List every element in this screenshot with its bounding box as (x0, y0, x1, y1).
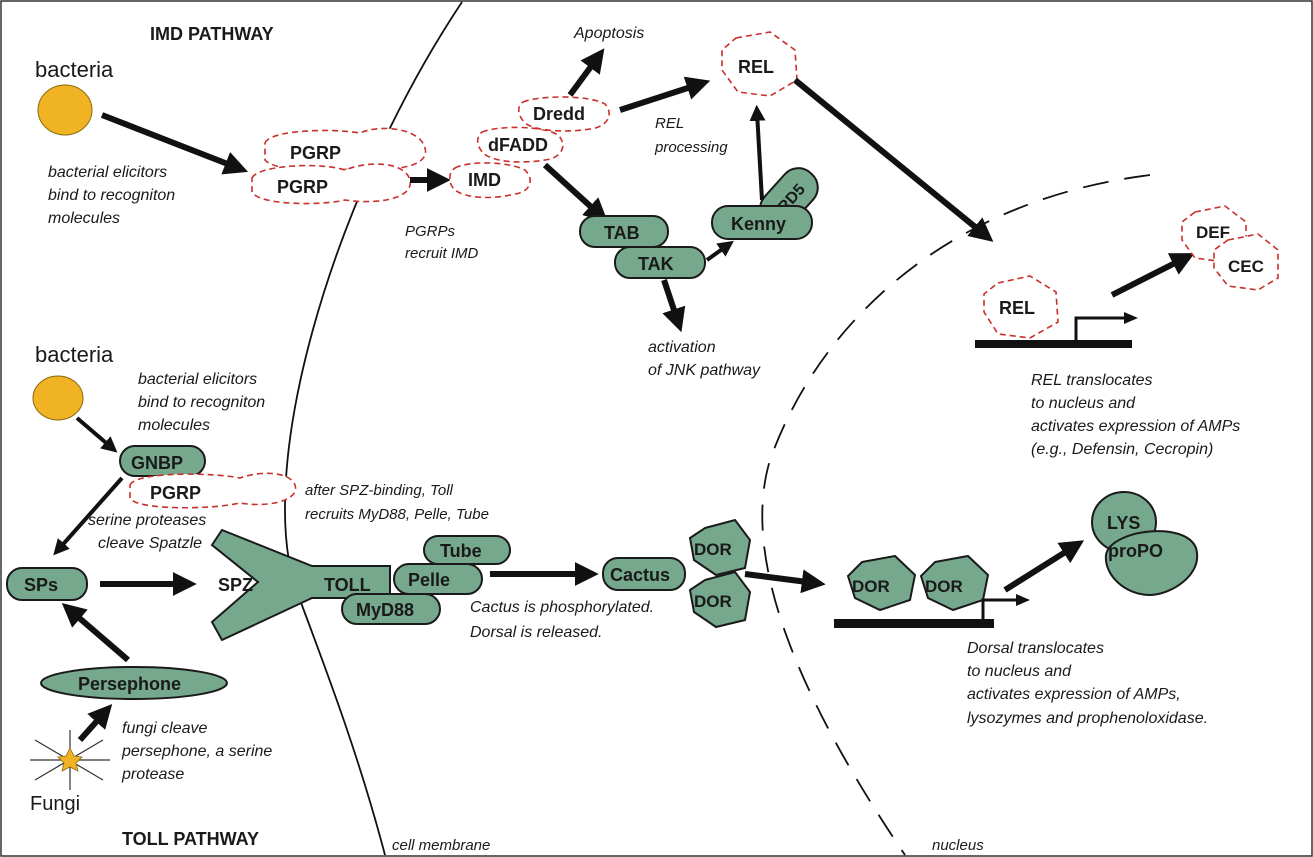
kenny-node (711, 205, 813, 240)
jnk-text: activation of JNK pathway (648, 339, 761, 379)
dor-nucleus-1 (846, 554, 917, 612)
imd-promoter-arrow (1074, 316, 1126, 340)
rel-processing-text: REL processing (654, 115, 728, 156)
serine-proteases-text: serine proteases cleave Spatzle (88, 512, 211, 552)
apoptosis-text: Apoptosis (573, 25, 644, 42)
arrow-dor-to-nucleus (744, 569, 826, 594)
myd88-node (341, 593, 441, 625)
dredd-node-label: Dredd (533, 104, 585, 124)
imd-bacterium (37, 84, 93, 136)
imd-promoter-arrowhead (1124, 312, 1138, 324)
persephone-node-label: Persephone (78, 674, 181, 694)
toll-promoter-arrow (981, 598, 1018, 619)
propo-node (1104, 530, 1199, 597)
cactus-node (602, 557, 686, 591)
imd-node-label: IMD (468, 170, 501, 190)
nucleus-label: nucleus (932, 837, 984, 854)
tab-node (579, 215, 669, 248)
toll-pathway-title: TOLL PATHWAY (122, 829, 259, 849)
toll-bacteria-label: bacteria (35, 342, 114, 367)
imd-pgrp-top-label: PGRP (290, 143, 341, 163)
imd-gene-bar (975, 340, 1132, 348)
cell-membrane-label: cell membrane (392, 837, 490, 854)
sps-node (6, 567, 88, 601)
propo-node-label: proPO (1108, 541, 1163, 561)
cactus-node-label: Cactus (610, 565, 670, 585)
toll-elicitors-text: bacterial elicitors bind to recogniton m… (138, 371, 270, 434)
myd88-node-label: MyD88 (356, 600, 414, 620)
arrow-gnbp-to-sps (53, 476, 124, 556)
tak-node-label: TAK (638, 254, 674, 274)
rel-translocates-text: REL translocates to nucleus and activate… (1031, 372, 1245, 458)
dfadd-node-label: dFADD (488, 135, 548, 155)
cactus-phosphorylated-text: Cactus is phosphorylated. Dorsal is rele… (470, 599, 659, 641)
sps-node-label: SPs (24, 575, 58, 595)
gnbp-node-label: GNBP (131, 453, 183, 473)
dor-nucleus-1-label: DOR (852, 577, 890, 596)
fungus-spore-icon (30, 730, 110, 790)
imd-pgrp-bottom (251, 163, 411, 205)
rel-nucleus-label: REL (999, 298, 1035, 318)
toll-pgrp-node (129, 472, 297, 509)
arrow-rel-to-nucleus (793, 77, 994, 242)
imd-elicitors-text: bacterial elicitors bind to recogniton m… (48, 164, 180, 227)
imd-bacteria-label: bacteria (35, 57, 114, 82)
tak-node (614, 246, 706, 279)
arrow-dredd-to-apoptosis (567, 48, 605, 97)
dor-nucleus-2 (919, 554, 990, 612)
arrow-tak-to-jnk (661, 279, 686, 333)
pgrps-recruit-text: PGRPs recruit IMD (405, 223, 479, 262)
cec-node-label: CEC (1228, 257, 1264, 276)
dorsal-translocates-text: Dorsal translocates to nucleus and activ… (967, 640, 1208, 727)
fungi-label: Fungi (30, 793, 80, 815)
arrow-fungi-to-persephone (77, 703, 113, 742)
dor-cytoplasm-bottom-label: DOR (694, 592, 732, 611)
arrow-dredd-to-rel (619, 76, 711, 113)
rel-cytoplasm-node (721, 31, 798, 97)
def-node-label: DEF (1196, 223, 1230, 242)
toll-receptor-shape (210, 528, 391, 642)
tube-node-label: Tube (440, 541, 482, 561)
persephone-node (40, 666, 228, 700)
toll-gene-bar (834, 619, 994, 628)
imd-pgrp-bottom-label: PGRP (277, 177, 328, 197)
dredd-node (517, 96, 610, 132)
kenny-node-label: Kenny (731, 214, 786, 234)
dor-nucleus-2-label: DOR (925, 577, 963, 596)
tab-node-label: TAB (604, 223, 640, 243)
lys-node-label: LYS (1107, 513, 1140, 533)
arrow-to-def-cec (1110, 253, 1195, 298)
after-spz-text: after SPZ-binding, Toll recruits MyD88, … (305, 482, 489, 523)
pelle-node (393, 563, 483, 595)
imd-node (448, 162, 531, 199)
rel-cytoplasm-label: REL (738, 57, 774, 77)
arrow-bacteria-to-gnbp (75, 416, 118, 453)
dor-cytoplasm-top (688, 518, 752, 577)
imd-pathway-title: IMD PATHWAY (150, 24, 274, 44)
dor-cytoplasm-bottom (688, 570, 752, 629)
dfadd-node (476, 126, 564, 163)
arrow-kenny-to-rel (749, 104, 766, 201)
arrow-persephone-to-sps (61, 602, 130, 663)
rel-nucleus-node (983, 275, 1059, 339)
cec-node (1213, 233, 1279, 291)
toll-promoter-arrowhead (1016, 594, 1030, 606)
arrow-bacteria-to-pgrp (100, 112, 249, 175)
toll-label: TOLL (324, 575, 371, 595)
toll-pgrp-label: PGRP (150, 483, 201, 503)
spz-label: SPZ (218, 575, 253, 595)
arrow-tak-to-kenny (705, 240, 734, 262)
pelle-node-label: Pelle (408, 570, 450, 590)
toll-bacterium (32, 375, 84, 421)
arrow-to-lys-propo (1003, 540, 1085, 593)
dor-cytoplasm-top-label: DOR (694, 540, 732, 559)
arrow-dfadd-to-tab (542, 162, 608, 223)
fungi-cleave-text: fungi cleave persephone, a serine protea… (121, 720, 277, 783)
